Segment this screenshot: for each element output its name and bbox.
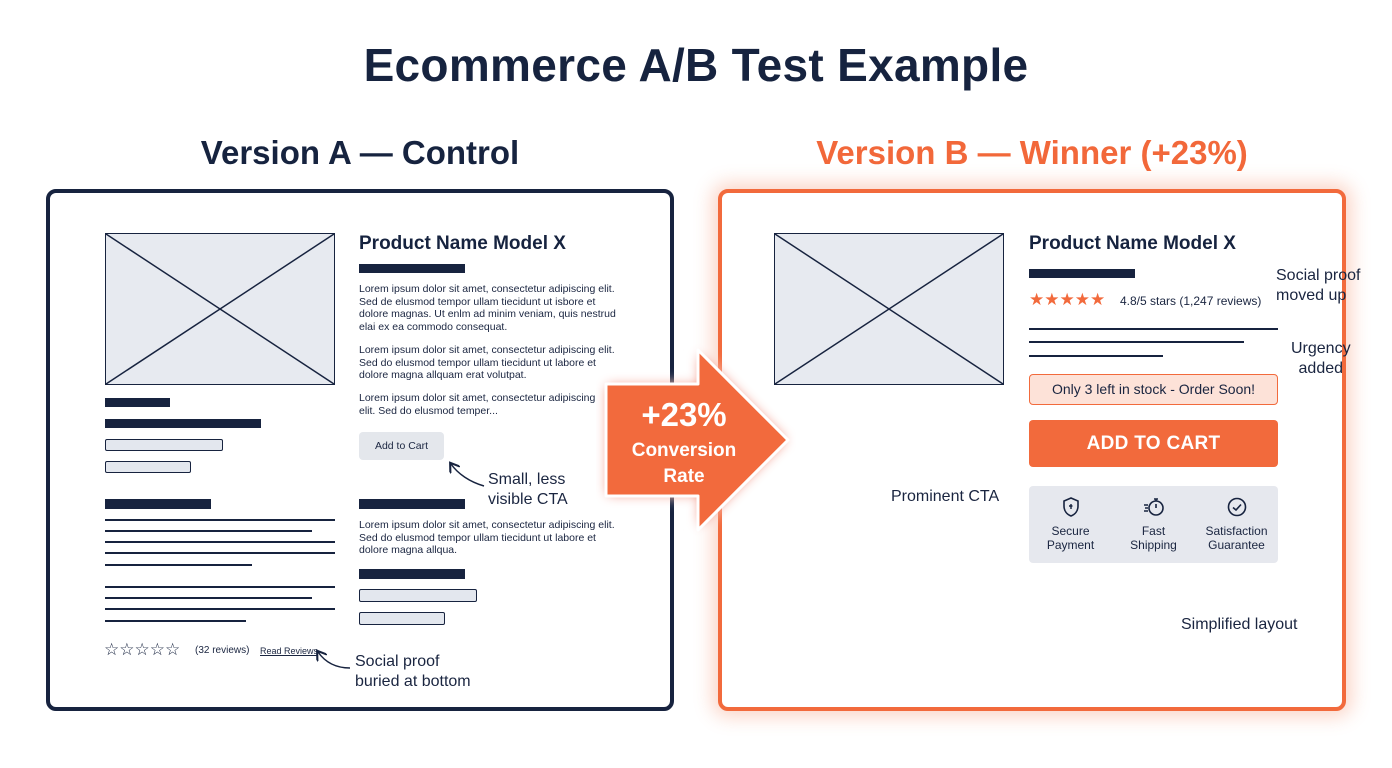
check-circle-icon	[1227, 497, 1246, 517]
cta-annotation-a: Small, less visible CTA	[488, 471, 568, 508]
option-bar	[359, 589, 477, 602]
uplift-label: Conversion Rate	[631, 440, 737, 487]
trust-label: Satisfaction Guarantee	[1205, 524, 1268, 552]
add-to-cart-button-a[interactable]: Add to Cart	[359, 432, 444, 460]
text-line	[105, 608, 335, 610]
trust-label: Secure Payment	[1046, 524, 1095, 552]
text-line	[1029, 341, 1244, 343]
price-bar-b	[1029, 269, 1135, 278]
trust-badges: Secure Payment Fast Shipping Satisfactio…	[1029, 486, 1278, 563]
social-proof-annotation-b: Social proof moved up	[1276, 267, 1361, 304]
review-count-a: (32 reviews)	[195, 645, 250, 656]
social-proof-annotation-a: Social proof buried at bottom	[355, 653, 471, 690]
product-name-a: Product Name Model X	[359, 233, 566, 254]
stopwatch-icon	[1143, 498, 1164, 516]
shield-icon	[1062, 497, 1079, 517]
version-b-heading: Version B — Winner (+23%)	[816, 134, 1248, 171]
text-line	[105, 530, 312, 532]
option-bar	[359, 612, 445, 625]
add-to-cart-button-b[interactable]: ADD TO CART	[1029, 420, 1278, 467]
uplift-arrow	[604, 348, 790, 532]
cta-annotation-b: Prominent CTA	[891, 488, 1000, 505]
product-image-placeholder-a	[105, 233, 335, 385]
filled-stars-rating: ★★★★★	[1029, 290, 1106, 309]
option-bar	[105, 461, 191, 473]
description-text: Lorem ipsum dolor sit amet, consectetur …	[359, 519, 615, 556]
description-text: Lorem ipsum dolor sit amet, consectetur …	[359, 344, 615, 381]
read-reviews-link[interactable]: Read Reviews	[260, 646, 319, 656]
trust-label: Fast Shipping	[1130, 524, 1177, 552]
uplift-value: +23%	[641, 396, 727, 433]
option-bar	[105, 439, 223, 451]
trust-badge-fast-shipping: Fast Shipping	[1112, 486, 1195, 563]
text-line	[105, 552, 335, 554]
section-heading-bar	[359, 569, 465, 579]
product-name-b: Product Name Model X	[1029, 233, 1236, 254]
diagram-title: Ecommerce A/B Test Example	[363, 39, 1029, 91]
section-heading-bar	[105, 499, 211, 509]
description-text: Lorem ipsum dolor sit amet, consectetur …	[359, 392, 596, 417]
text-line	[105, 564, 252, 566]
text-line	[105, 620, 246, 622]
rating-text-b: 4.8/5 stars (1,247 reviews)	[1120, 294, 1262, 308]
urgency-banner: Only 3 left in stock - Order Soon!	[1029, 374, 1278, 405]
text-line	[105, 586, 335, 588]
empty-stars-rating: ☆☆☆☆☆	[104, 640, 181, 659]
trust-badge-secure-payment: Secure Payment	[1029, 486, 1112, 563]
text-line	[105, 597, 312, 599]
text-line	[1029, 355, 1163, 357]
section-heading-bar	[359, 499, 465, 509]
text-bar	[105, 398, 170, 407]
text-line	[1029, 328, 1278, 330]
trust-badge-satisfaction: Satisfaction Guarantee	[1195, 486, 1278, 563]
text-line	[105, 519, 335, 521]
product-image-placeholder-b	[774, 233, 1004, 385]
text-line	[105, 541, 335, 543]
version-a-heading: Version A — Control	[200, 134, 520, 171]
price-bar-a	[359, 264, 465, 273]
layout-annotation: Simplified layout	[1181, 616, 1298, 633]
description-text: Lorem ipsum dolor sit amet, consectetur …	[359, 283, 616, 333]
urgency-annotation: Urgency added	[1291, 340, 1351, 377]
text-bar	[105, 419, 261, 428]
